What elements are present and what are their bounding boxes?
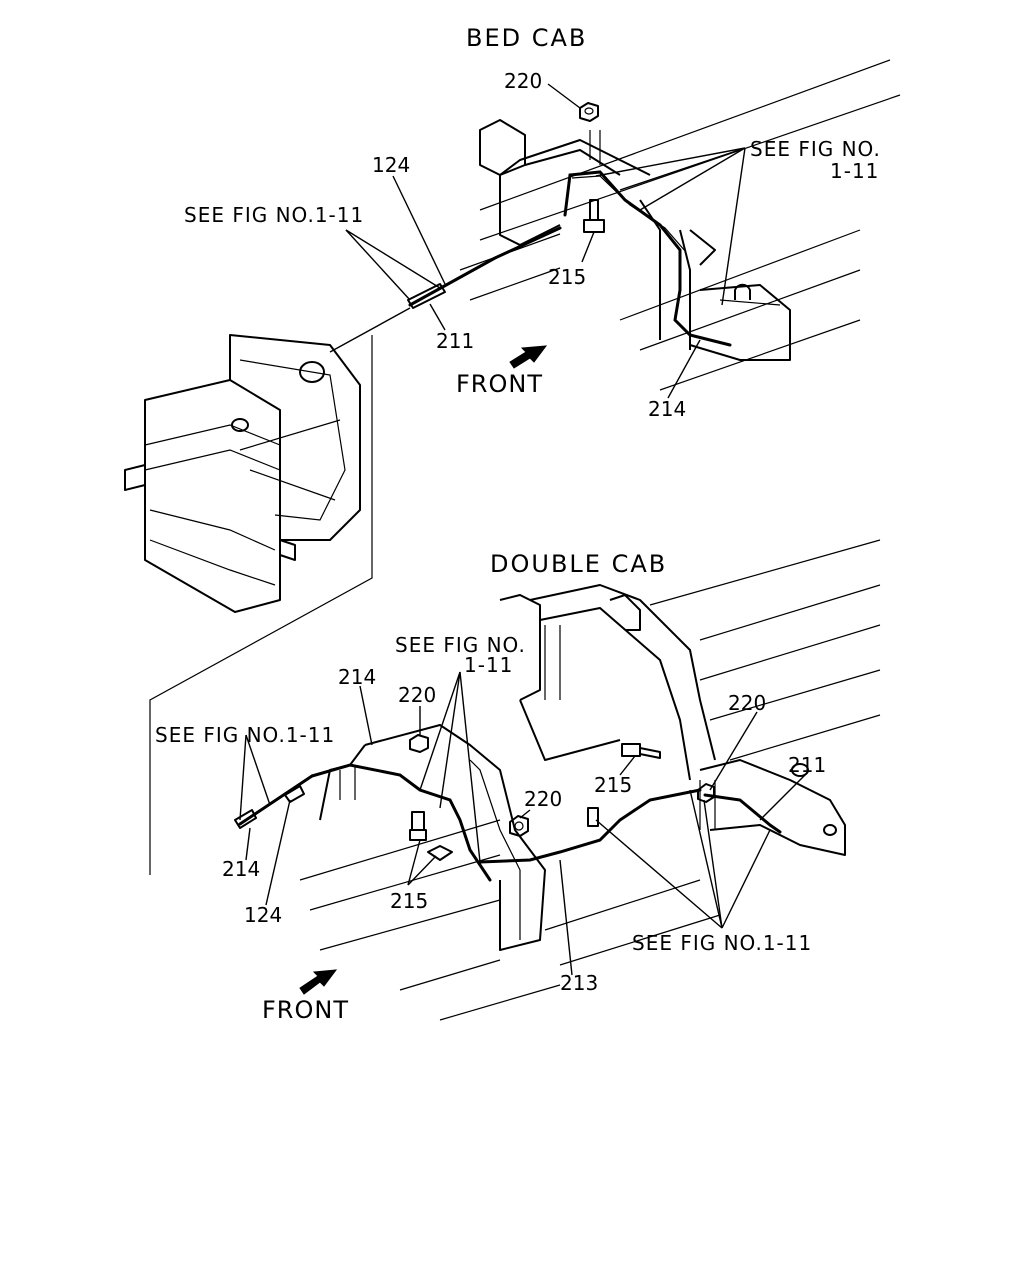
double-cab-callout-214-bottom: 214 bbox=[222, 857, 260, 881]
bed-cab-connector-211 bbox=[407, 283, 446, 309]
bed-cab-bolt-215 bbox=[583, 199, 605, 233]
bed-cab-nut-220 bbox=[579, 102, 599, 122]
bed-cab-pipe-124 bbox=[408, 226, 562, 307]
double-cab-pipe-211 bbox=[703, 793, 782, 834]
bed-cab-frame-rails bbox=[459, 59, 901, 391]
bed-cab-pipe-214 bbox=[563, 170, 732, 347]
bed-cab-title: BED CAB bbox=[466, 24, 587, 52]
double-cab-cross-members bbox=[319, 584, 846, 951]
bed-cab-callout-124: 124 bbox=[372, 153, 410, 177]
double-cab-pipe-213 bbox=[478, 788, 702, 864]
double-cab-nut-220-left bbox=[409, 734, 429, 753]
double-cab-connector-124 bbox=[284, 785, 305, 803]
double-cab-ref-left: SEE FIG NO.1-11 bbox=[155, 723, 335, 747]
bed-cab-ref-right-line1: SEE FIG NO. bbox=[750, 137, 881, 161]
bed-cab-panel-outline bbox=[149, 335, 373, 875]
double-cab-callout-215-left: 215 bbox=[390, 889, 428, 913]
bed-cab-callout-220: 220 bbox=[504, 69, 542, 93]
double-cab-nut-220-mid bbox=[509, 815, 529, 837]
double-cab-callout-220-mid: 220 bbox=[524, 787, 562, 811]
double-cab-frame-rails bbox=[299, 539, 881, 1021]
bed-cab-callout-214: 214 bbox=[648, 397, 686, 421]
double-cab-pipe-124 bbox=[238, 774, 314, 826]
double-cab-front-label: FRONT bbox=[262, 996, 349, 1024]
double-cab-connector-214 bbox=[234, 809, 257, 829]
double-cab-callout-215-right: 215 bbox=[594, 773, 632, 797]
double-cab-section: DOUBLE CAB bbox=[155, 539, 881, 1024]
bed-cab-radiator-assembly bbox=[124, 334, 361, 613]
bed-cab-leaders bbox=[329, 83, 746, 399]
bed-cab-ref-left: SEE FIG NO.1-11 bbox=[184, 203, 364, 227]
bed-cab-front-label: FRONT bbox=[456, 370, 543, 398]
double-cab-callout-124: 124 bbox=[244, 903, 282, 927]
double-cab-pipe-214 bbox=[310, 763, 492, 882]
bed-cab-callout-215: 215 bbox=[548, 265, 586, 289]
double-cab-callout-211: 211 bbox=[788, 753, 826, 777]
double-cab-callout-213: 213 bbox=[560, 971, 598, 995]
double-cab-ref-bottom: SEE FIG NO.1-11 bbox=[632, 931, 812, 955]
double-cab-bolt-215-right bbox=[621, 743, 661, 759]
double-cab-callout-220-left: 220 bbox=[398, 683, 436, 707]
double-cab-title: DOUBLE CAB bbox=[490, 550, 667, 578]
bed-cab-section: BED CAB bbox=[124, 24, 901, 875]
double-cab-ref-top-line2: 1-11 bbox=[464, 653, 513, 677]
bed-cab-cross-member bbox=[479, 119, 791, 361]
double-cab-ref-top-line1: SEE FIG NO. bbox=[395, 633, 526, 657]
double-cab-callout-220-right: 220 bbox=[728, 691, 766, 715]
double-cab-leaders bbox=[239, 671, 809, 976]
bed-cab-front-arrow bbox=[509, 345, 548, 369]
double-cab-front-arrow bbox=[299, 969, 338, 995]
bed-cab-callout-211: 211 bbox=[436, 329, 474, 353]
double-cab-bolt-small bbox=[587, 807, 599, 827]
double-cab-bolt-215-left bbox=[409, 811, 453, 861]
bed-cab-ref-right-line2: 1-11 bbox=[830, 159, 879, 183]
double-cab-callout-214-top: 214 bbox=[338, 665, 376, 689]
